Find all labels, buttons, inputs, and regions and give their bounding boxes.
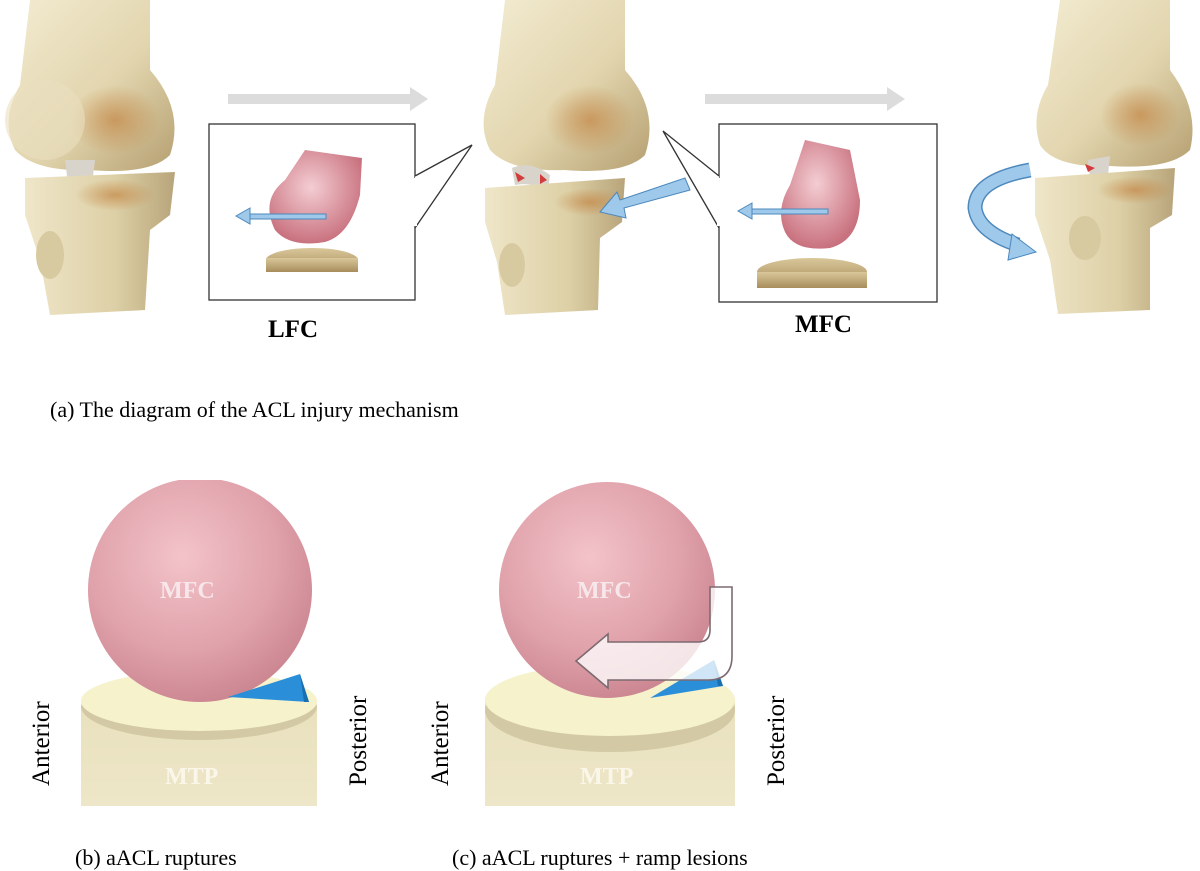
- panel-c-graphics: [482, 480, 752, 810]
- rotation-arrow: [975, 170, 1036, 260]
- progression-arrow-2: [705, 87, 905, 111]
- caption-b: (b) aACL ruptures: [75, 845, 237, 871]
- posterior-label-c: Posterior: [763, 696, 791, 786]
- zoom-label-mfc: MFC: [795, 311, 852, 339]
- anterior-label-b: Anterior: [28, 701, 56, 786]
- posterior-label-b: Posterior: [345, 696, 373, 786]
- zoom-box-lfc: [209, 124, 472, 300]
- mtp-label-b: MTP: [165, 764, 218, 791]
- knee-illustration-1: [5, 0, 175, 315]
- progression-arrow-1: [228, 87, 428, 111]
- anterior-label-c: Anterior: [427, 701, 455, 786]
- mfc-label-c: MFC: [577, 578, 632, 605]
- zoom-label-lfc: LFC: [268, 316, 318, 344]
- caption-a: (a) The diagram of the ACL injury mechan…: [50, 397, 459, 423]
- panel-a-graphics: [0, 0, 1200, 340]
- zoom-box-mfc: [663, 124, 937, 302]
- mfc-label-b: MFC: [160, 578, 215, 605]
- caption-c: (c) aACL ruptures + ramp lesions: [452, 845, 748, 871]
- panel-b-graphics: [78, 480, 328, 810]
- mtp-label-c: MTP: [580, 764, 633, 791]
- knee-illustration-2: [484, 0, 650, 315]
- knee-illustration-3: [1035, 0, 1193, 314]
